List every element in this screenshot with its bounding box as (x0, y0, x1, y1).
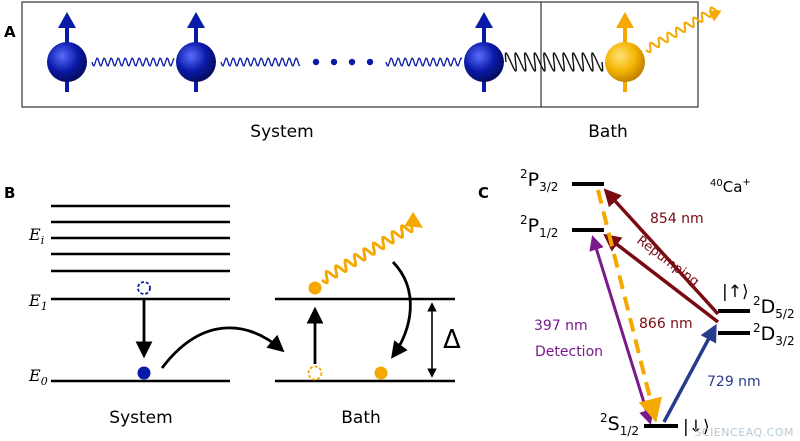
panel-b-bath-label: Bath (341, 408, 381, 428)
bath-ground-hole (307, 365, 323, 381)
energy-levels (51, 204, 455, 383)
level-e-1: E1 (28, 291, 48, 313)
level-p32: 2P3/2 (520, 167, 558, 194)
level-e-0: E0 (28, 366, 48, 388)
ket-down: |↓⟩ (683, 417, 710, 437)
bath-ground-particle (374, 366, 388, 380)
ellipsis-dots (312, 58, 374, 66)
blue-spin-2 (176, 12, 216, 92)
panel-a-bath-label: Bath (588, 122, 628, 142)
coupling-wave-1 (91, 57, 175, 67)
bath-excited-particle (308, 281, 322, 295)
transition-854-arrow (603, 188, 720, 316)
system-excited-hole (137, 281, 151, 295)
blue-spin-3 (464, 12, 504, 92)
panel-b-system-label: System (109, 408, 172, 428)
level-p12: 2P1/2 (520, 213, 558, 240)
ket-up: |↑⟩ (722, 282, 749, 302)
coupling-wave-3 (385, 57, 463, 67)
delta-symbol: Δ (443, 325, 461, 355)
coupling-wave-2 (220, 57, 301, 67)
level-s12: 2S1/2 (600, 411, 639, 438)
transition-729-arrow (662, 323, 717, 423)
blue-spin-1 (47, 12, 87, 92)
energy-transfer-arrow (160, 326, 285, 369)
panel-a: A (4, 1, 722, 142)
emitted-photon-wave (645, 6, 722, 54)
level-d52: 2D5/2 (753, 294, 795, 321)
bath-reset-arrow (391, 261, 412, 359)
panel-a-frame (21, 1, 699, 108)
panel-a-system-label: System (250, 122, 313, 142)
label-729: 729 nm (707, 374, 761, 390)
system-ground-particle (137, 366, 151, 380)
label-397: 397 nm (534, 318, 588, 334)
label-detection: Detection (535, 344, 603, 360)
system-bath-spring (504, 52, 604, 72)
decay-dashed-arrow (596, 189, 662, 423)
watermark: SCIENCEAQ.COM (694, 426, 794, 439)
panel-b: B Ei E1 E0 Δ System Bath (4, 184, 461, 428)
panel-b-label: B (4, 184, 15, 202)
label-866: 866 nm (639, 316, 693, 332)
bath-photon-wave (321, 211, 424, 285)
orange-spin (605, 12, 645, 92)
ion-label: 40Ca+ (710, 177, 751, 196)
ion-levels (572, 182, 750, 428)
level-d32: 2D3/2 (753, 321, 795, 348)
level-e-i: Ei (28, 225, 44, 247)
panel-a-label: A (4, 23, 16, 41)
panel-c: C 40Ca+ 2P3/2 2P1/2 2D5/2 2D3/2 2S1/2 |↑… (478, 167, 795, 438)
label-854: 854 nm (650, 211, 704, 227)
transition-397-arrow (589, 235, 654, 425)
panel-c-label: C (478, 184, 489, 202)
